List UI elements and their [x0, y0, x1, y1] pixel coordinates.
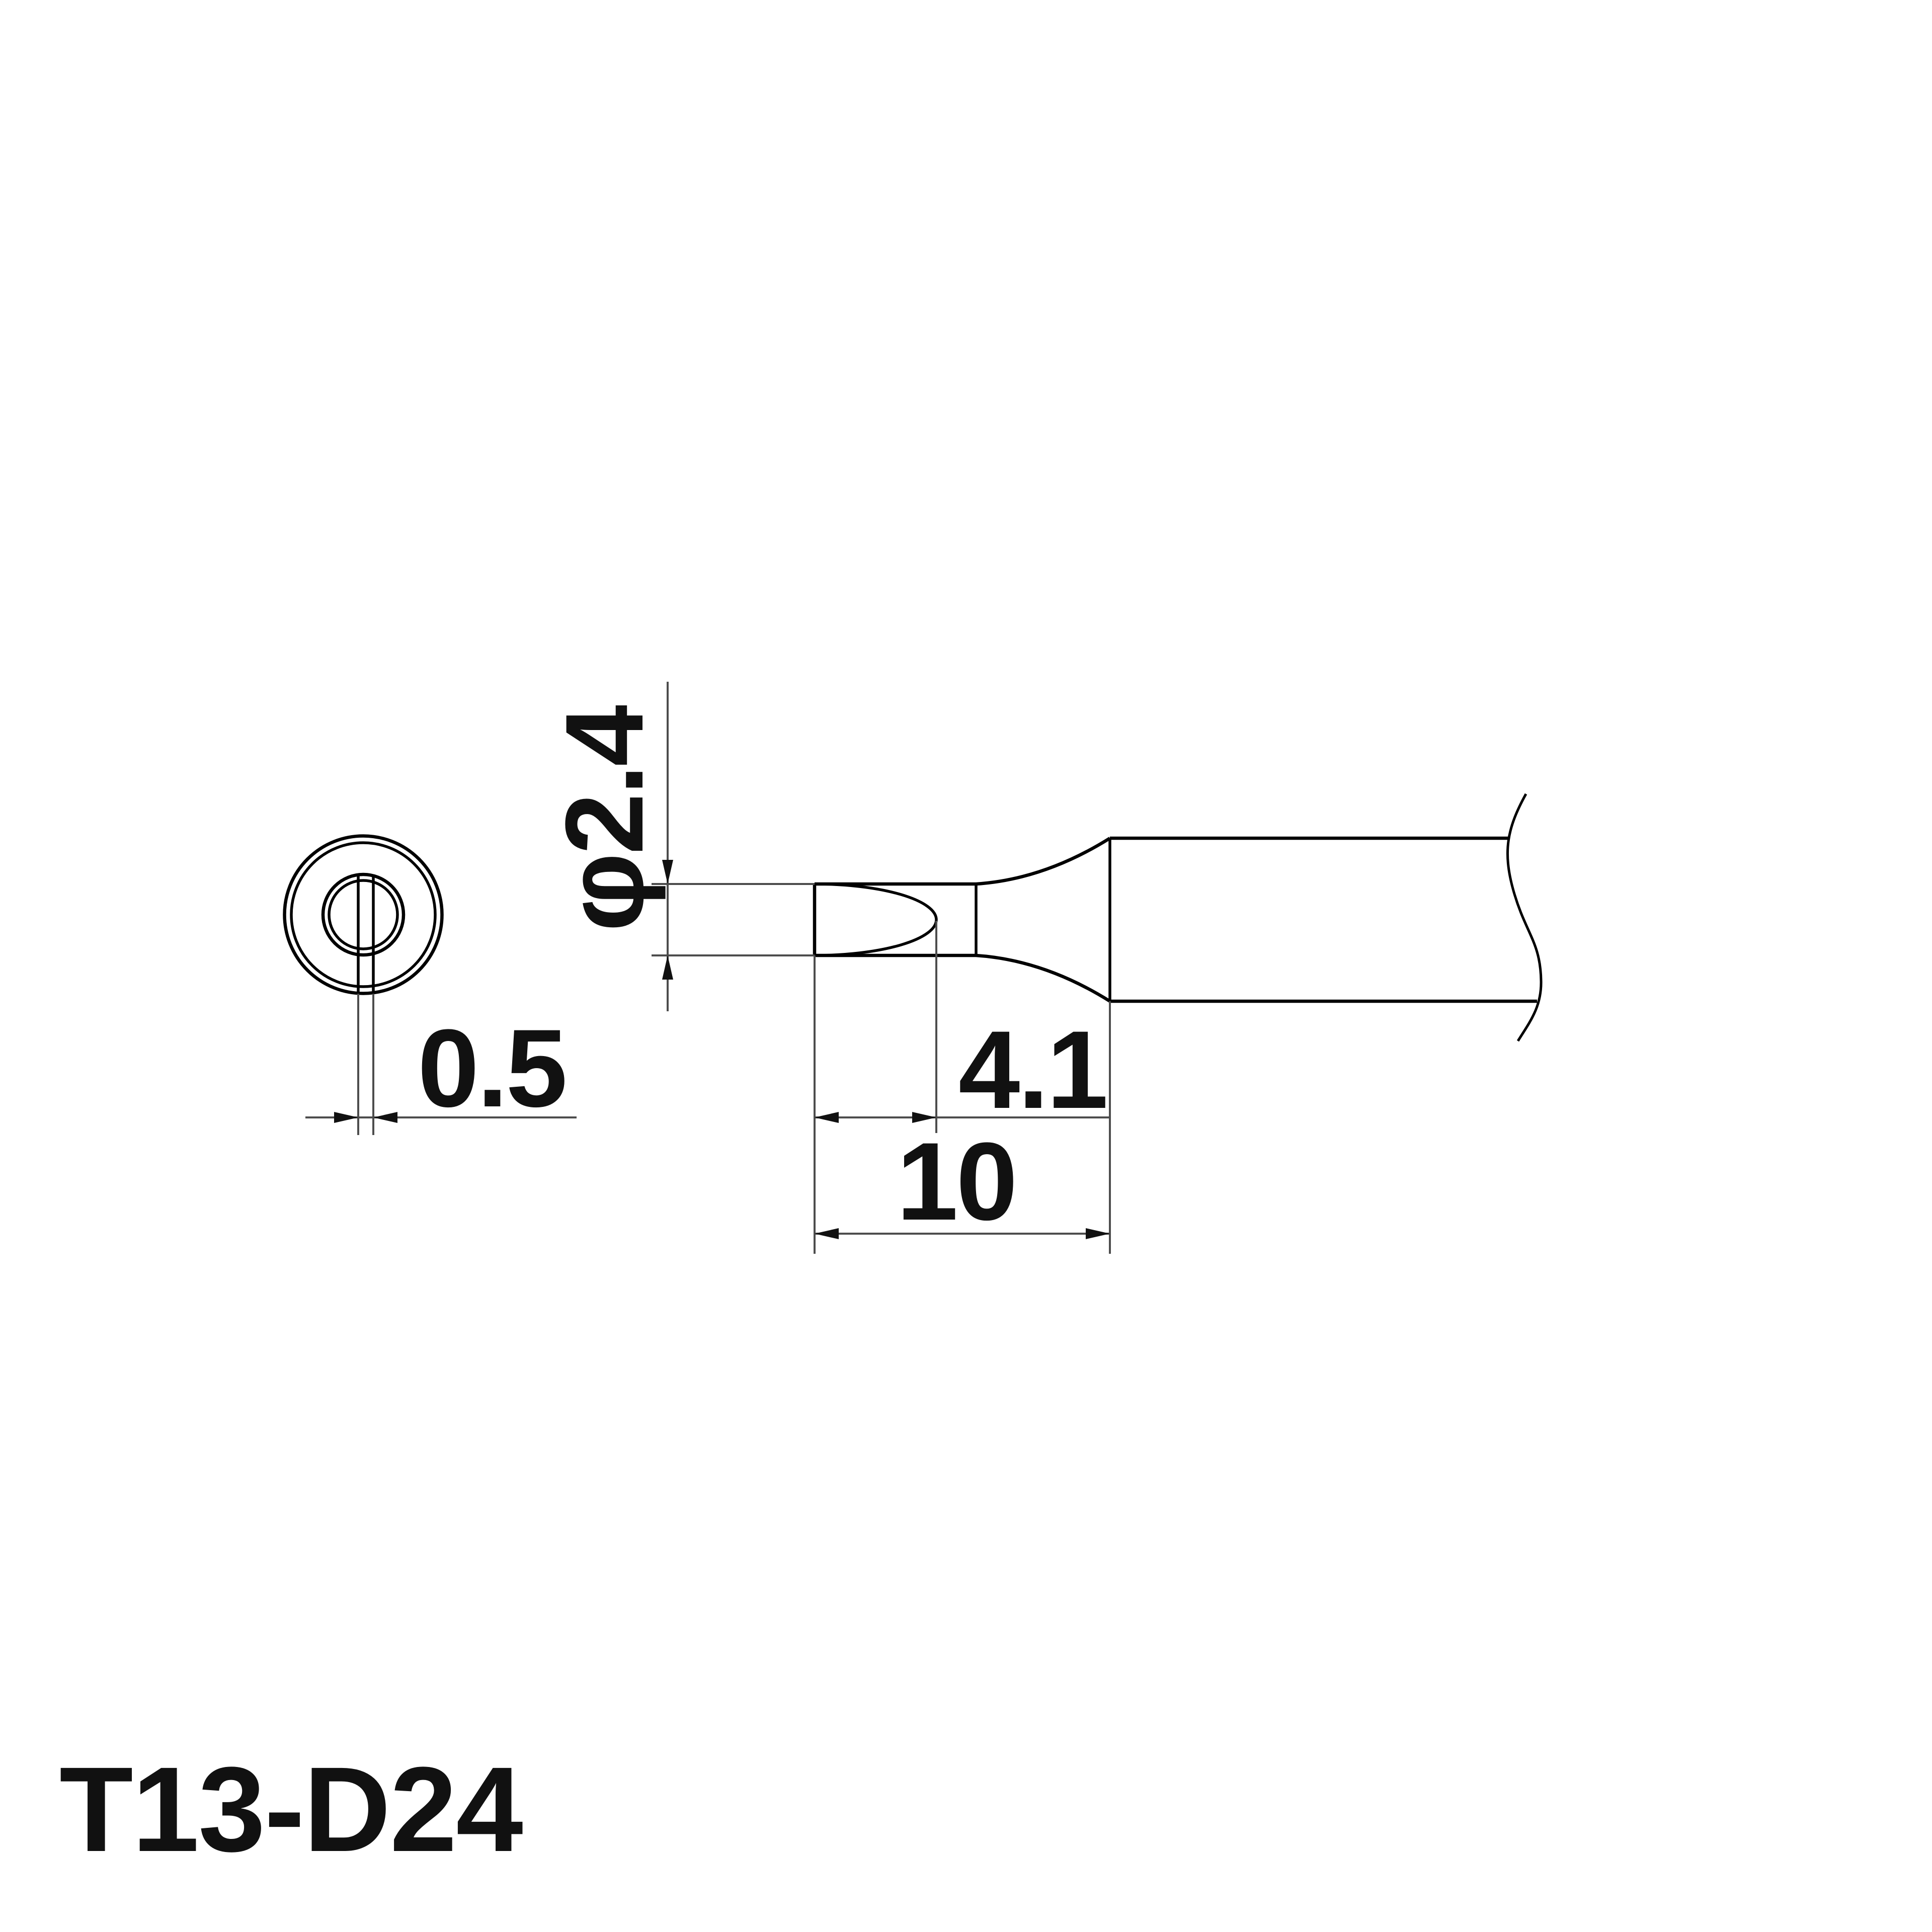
dimension-annotations: 0.5 φ2.4 4.1 10 [305, 682, 1111, 1254]
edge-width-arrow-right [373, 1112, 397, 1123]
tip-length-dim-text: 10 [897, 1119, 1016, 1243]
tip-length-arrow-right [1086, 1228, 1110, 1239]
shank-inner-ring [290, 841, 437, 988]
edge-width-dim-text: 0.5 [418, 1006, 566, 1130]
tip-outer-circle [321, 872, 406, 957]
tip-diameter-arrow-up [662, 955, 673, 980]
side-view [813, 793, 1543, 1042]
flat-length-dim-text: 4.1 [958, 1008, 1106, 1132]
cone-bottom-flare [976, 953, 1111, 1003]
flat-length-arrow-right [912, 1112, 936, 1123]
flat-length-arrow-left [815, 1112, 839, 1123]
tip-length-arrow-left [815, 1228, 839, 1239]
edge-width-arrow-left [334, 1112, 358, 1123]
front-view [283, 834, 444, 995]
tip-inner-ring [328, 879, 399, 950]
tip-diameter-dim-text: φ2.4 [542, 705, 666, 932]
part-number-label: T13-D24 [59, 1742, 523, 1877]
break-line [1506, 793, 1543, 1042]
tip-diameter-arrow-down [662, 860, 673, 884]
shank-outer-circle [283, 834, 444, 995]
cone-top-flare [976, 837, 1111, 886]
chisel-grind-curve [814, 882, 938, 957]
